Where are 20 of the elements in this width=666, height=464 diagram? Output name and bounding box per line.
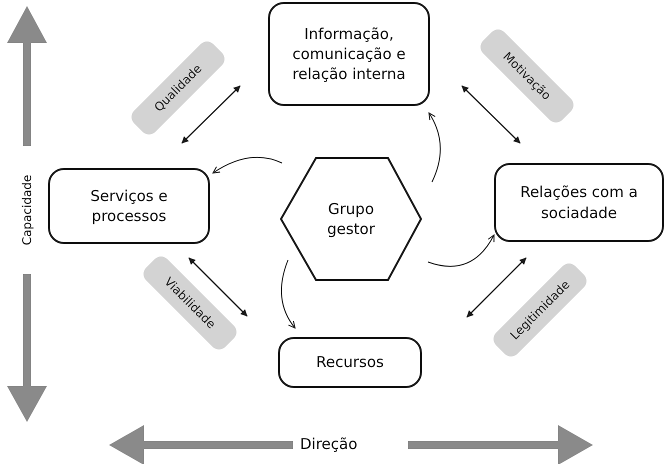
double-arrow — [466, 258, 526, 318]
rounded-box — [48, 168, 210, 244]
double-arrow — [462, 86, 520, 144]
curved-arrow — [212, 156, 282, 174]
double-arrow — [182, 86, 240, 144]
rounded-box — [268, 2, 430, 106]
node-text: Grupo gestor — [326, 198, 376, 240]
axis-label: Direção — [300, 435, 358, 453]
axis-label: Capacidade — [20, 174, 34, 246]
hexagon-node — [280, 157, 422, 281]
curved-arrow — [428, 112, 441, 182]
node-text: Relações com a sociadade — [519, 182, 639, 223]
curved-arrow — [280, 260, 296, 329]
rounded-box — [278, 337, 422, 388]
double-arrow — [188, 258, 248, 316]
node-text: Informação, comunicação e relação interna — [291, 24, 407, 84]
node-text: Recursos — [316, 352, 384, 373]
node-text: Serviços e processos — [89, 186, 169, 226]
curved-arrow — [428, 234, 495, 267]
rounded-box — [494, 163, 664, 242]
